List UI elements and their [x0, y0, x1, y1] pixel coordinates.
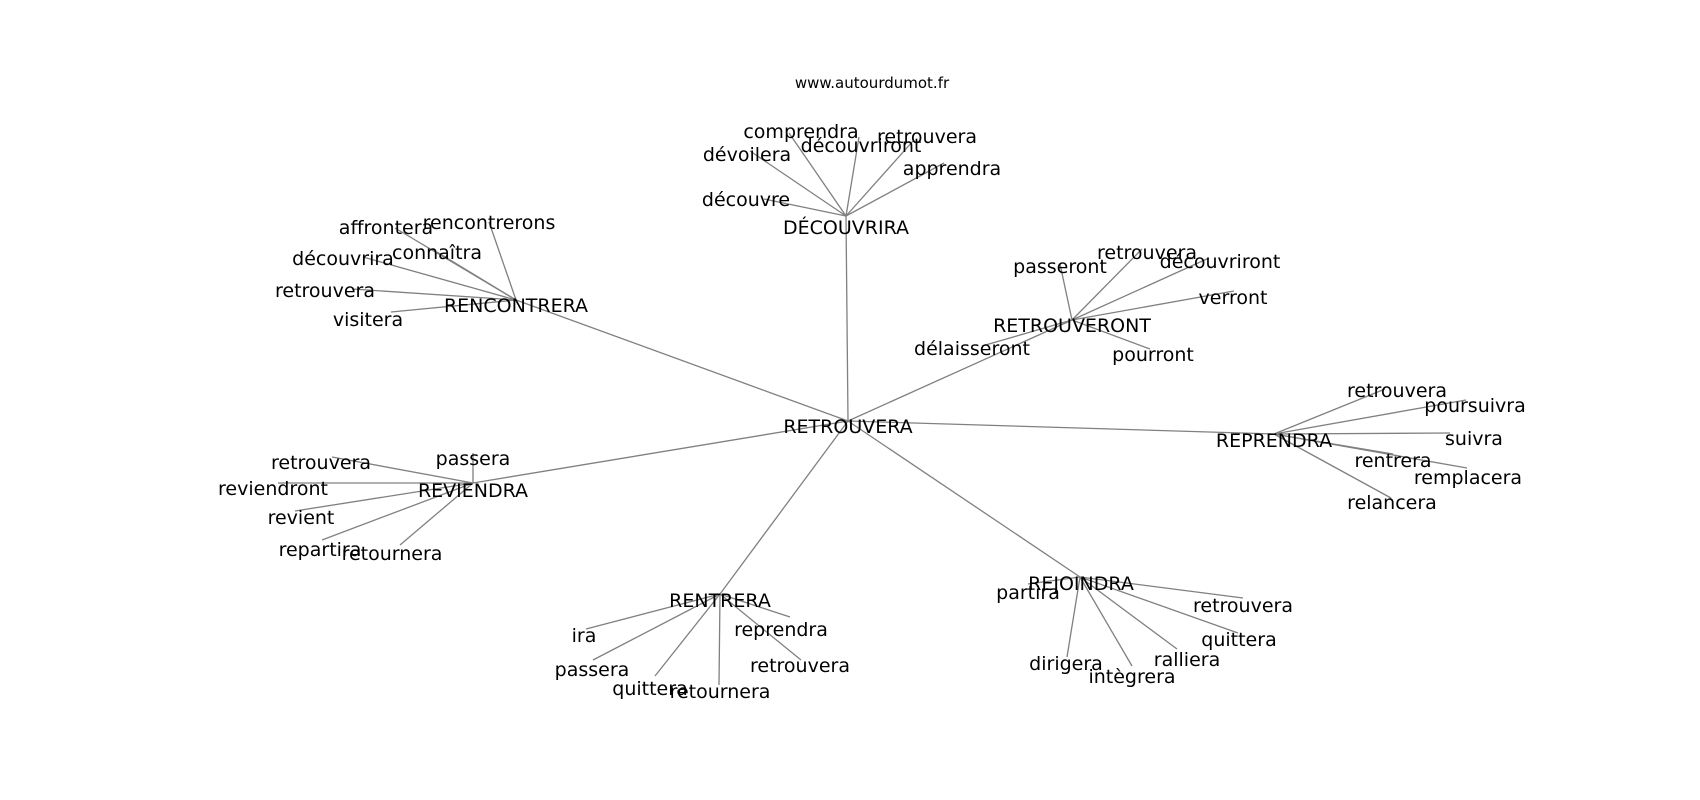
edge-hub-to-leaf: [1071, 319, 1151, 350]
leaf-node: partira: [996, 582, 1060, 604]
leaf-node: découvriront: [801, 135, 922, 157]
leaf-node: retrouvera: [1193, 595, 1293, 617]
leaf-node: retrouvera: [1097, 242, 1197, 264]
edge-hub-to-leaf: [1071, 248, 1143, 321]
edge-hub-to-leaf: [845, 162, 945, 217]
edge-hub-to-leaf: [1066, 576, 1081, 658]
leaf-node: retournera: [670, 681, 771, 703]
leaf-node: reviendront: [218, 478, 328, 500]
hub-node: RETROUVERONT: [993, 315, 1151, 337]
leaf-node: ralliera: [1154, 649, 1220, 671]
leaf-node: remplacera: [1414, 467, 1522, 489]
leaf-node: intègrera: [1088, 666, 1175, 688]
edge-hub-to-leaf: [436, 251, 517, 301]
leaf-node: délaisseront: [914, 338, 1030, 360]
edge-hub-to-leaf: [1079, 576, 1239, 634]
leaf-node: passera: [555, 659, 630, 681]
leaf-node: apprendra: [903, 158, 1001, 180]
leaf-node: quittera: [1201, 629, 1276, 651]
edge-hub-to-leaf: [1273, 399, 1467, 435]
edge-hub-to-leaf: [351, 288, 517, 301]
leaf-node: passeront: [1013, 256, 1107, 278]
leaf-node: dévoilera: [703, 144, 791, 166]
leaf-node: visitera: [333, 309, 403, 331]
leaf-node: quittera: [612, 678, 687, 700]
hub-node: DÉCOUVRIRA: [783, 216, 909, 239]
leaf-node: découvrira: [292, 248, 394, 270]
edge-hub-to-leaf: [749, 150, 847, 217]
edge-hub-to-leaf: [1079, 576, 1178, 650]
source-label: www.autourdumot.fr: [795, 74, 950, 92]
edge-hub-to-leaf: [1273, 433, 1468, 469]
hub-node: RENCONTRERA: [444, 295, 588, 317]
leaf-node: retrouvera: [750, 655, 850, 677]
edge-hub-to-leaf: [763, 198, 847, 217]
edge-root-to-hub: [845, 215, 849, 422]
edge-hub-to-leaf: [1027, 576, 1081, 585]
leaf-node: revient: [268, 507, 335, 529]
edge-hub-to-leaf: [362, 256, 517, 301]
leaf-node: pourront: [1112, 344, 1194, 366]
edge-hub-to-leaf: [654, 593, 721, 677]
leaf-node: découvre: [702, 189, 790, 211]
edge-hub-to-leaf: [1273, 433, 1392, 499]
edge-hub-to-leaf: [399, 482, 474, 546]
leaf-node: repartira: [279, 539, 362, 561]
hub-node: REVIENDRA: [418, 480, 528, 502]
edge-hub-to-leaf: [1079, 576, 1244, 599]
leaf-node: suivra: [1445, 428, 1503, 450]
edges: [278, 132, 1468, 686]
leaf-node: découvriront: [1160, 251, 1281, 273]
edge-hub-to-leaf: [390, 299, 517, 313]
edge-hub-to-leaf: [845, 136, 860, 217]
hub-node: REJOINDRA: [1028, 573, 1134, 595]
edge-hub-to-leaf: [788, 132, 847, 217]
edge-hub-to-leaf: [981, 319, 1073, 347]
hub-node: RENTRERA: [669, 590, 771, 612]
edge-hub-to-leaf: [719, 593, 791, 618]
leaf-node: retournera: [342, 543, 443, 565]
leaf-node: reprendra: [734, 619, 828, 641]
leaf-node: comprendra: [743, 121, 858, 143]
leaf-node: retrouvera: [1347, 380, 1447, 402]
root-node: RETROUVERA: [783, 416, 912, 438]
leaf-node: retrouvera: [877, 126, 977, 148]
edge-hub-to-leaf: [1273, 432, 1451, 435]
edge-hub-to-leaf: [845, 140, 914, 217]
edge-hub-to-leaf: [1071, 290, 1235, 321]
edge-hub-to-leaf: [331, 456, 474, 484]
edge-hub-to-leaf: [1071, 257, 1210, 321]
hub-node: REPRENDRA: [1216, 430, 1332, 452]
edge-root-to-hub: [472, 420, 849, 484]
edge-hub-to-leaf: [1059, 263, 1073, 321]
leaf-node: affrontera: [339, 217, 433, 239]
edge-hub-to-leaf: [1079, 576, 1133, 667]
edge-hub-to-leaf: [592, 593, 721, 661]
edge-root-to-hub: [847, 420, 1081, 578]
edge-hub-to-leaf: [321, 482, 474, 541]
edge-hub-to-leaf: [718, 593, 721, 686]
leaf-node: retrouvera: [275, 280, 375, 302]
leaf-node: poursuivra: [1424, 395, 1525, 417]
edge-root-to-hub: [719, 420, 849, 595]
edge-hub-to-leaf: [488, 221, 517, 301]
leaf-node: relancera: [1347, 492, 1437, 514]
leaf-node: retrouvera: [271, 452, 371, 474]
edge-root-to-hub: [515, 299, 849, 422]
edge-root-to-hub: [847, 319, 1073, 422]
leaf-node: rencontrerons: [423, 212, 556, 234]
leaf-node: connaîtra: [392, 242, 482, 264]
edge-hub-to-leaf: [719, 593, 802, 661]
edge-hub-to-leaf: [294, 482, 474, 512]
edge-hub-to-leaf: [585, 593, 721, 630]
leaf-node: dirigera: [1029, 653, 1103, 675]
leaf-node: rentrera: [1354, 450, 1431, 472]
leaf-node: verront: [1199, 287, 1268, 309]
leaf-node: ira: [572, 625, 597, 647]
leaf-node: passera: [436, 448, 511, 470]
edge-root-to-hub: [847, 420, 1275, 435]
edge-hub-to-leaf: [1273, 388, 1386, 435]
